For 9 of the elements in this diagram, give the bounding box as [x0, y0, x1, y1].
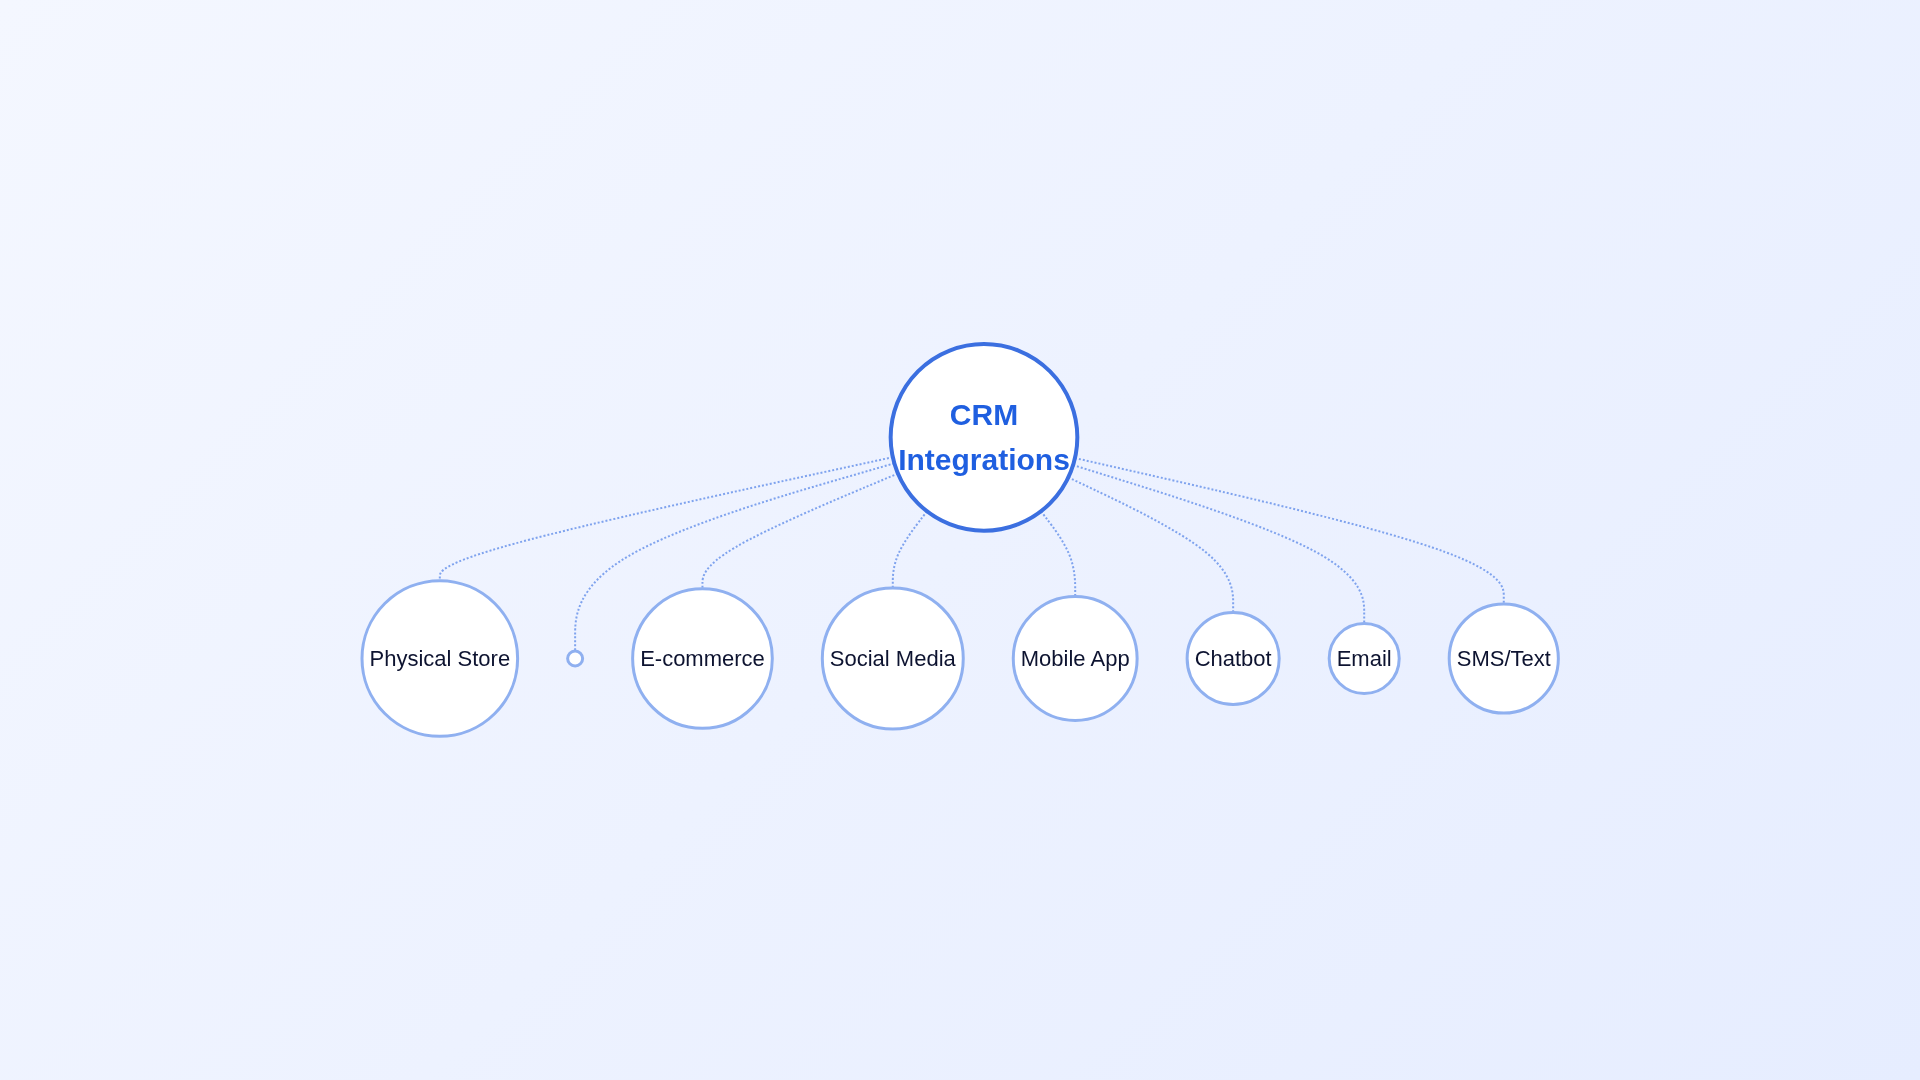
- node-circle: Physical Store: [360, 579, 519, 738]
- node-circle: SMS/Text: [1447, 602, 1560, 715]
- node-circle: Email: [1327, 621, 1401, 695]
- node-circle: [565, 649, 584, 668]
- node-circle: CRM Integrations: [888, 341, 1080, 533]
- node-circle: Chatbot: [1185, 610, 1281, 706]
- node-circle: E-commerce: [630, 587, 774, 730]
- node-circle: Social Media: [820, 586, 965, 731]
- node-circle: Mobile App: [1011, 594, 1139, 722]
